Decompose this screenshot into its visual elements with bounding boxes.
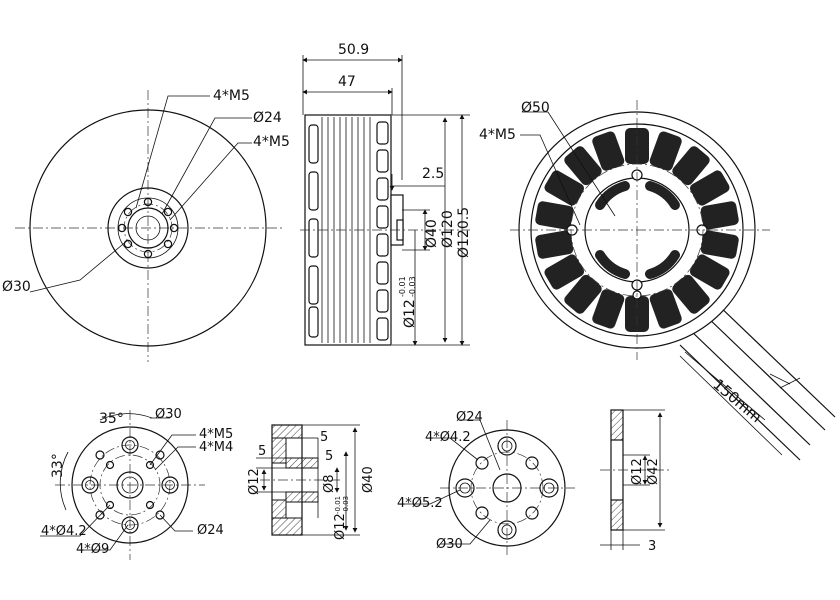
hub-outer-circle [107, 187, 189, 269]
side-label-2-5: 2.5 [422, 166, 444, 182]
mount-label-4d4-2: 4*Ø4.2 [425, 430, 471, 445]
stator-slots [535, 128, 739, 332]
side-label-50-9: 50.9 [338, 42, 369, 58]
adapter-label-4d9: 4*Ø9 [76, 542, 109, 557]
section-label-tol-upper: -0.01 [334, 496, 342, 514]
adapter-label-35: 35° [99, 411, 124, 427]
stator-view: Ø50 4*M5 150mm [479, 100, 836, 461]
side-label-d40: Ø40 [424, 219, 440, 248]
stator-label-d50: Ø50 [521, 100, 550, 116]
mount-outer-circle [448, 429, 566, 547]
adapter-section-flange-bottom [271, 517, 303, 536]
mount-side-label-d12: Ø12 [630, 458, 645, 485]
section-label-d8: Ø8 [322, 474, 337, 493]
section-label-tol-lower: -0.03 [342, 496, 350, 514]
stator-label-4m5: 4*M5 [479, 127, 516, 143]
section-label-5-right: 5 [325, 449, 333, 464]
mount-label-d24: Ø24 [456, 410, 483, 425]
section-label-d12: Ø12 [247, 468, 262, 495]
side-vent-slots [308, 121, 389, 341]
side-label-47: 47 [338, 74, 356, 90]
side-label-d120-5: Ø120.5 [456, 207, 472, 258]
mount-side-label-3: 3 [648, 539, 656, 554]
section-label-5-left: 5 [258, 444, 266, 459]
section-label-d40: Ø40 [361, 466, 376, 493]
side-label-tol-upper: -0.01 [398, 276, 407, 297]
section-label-d12b: Ø12 [333, 513, 348, 540]
mount-side-view: Ø12 Ø42 3 [600, 409, 670, 554]
section-label-5-top: 5 [320, 430, 328, 445]
front-view: 4*M5 Ø24 4*M5 Ø30 [2, 88, 290, 362]
mount-side-label-d42: Ø42 [646, 458, 661, 485]
adapter-front-view: 35° Ø30 4*M5 4*M4 33° 4*Ø4.2 4*Ø9 Ø24 [40, 407, 233, 560]
rotor-outer-circle [29, 109, 267, 347]
adapter-label-d30: Ø30 [155, 407, 182, 422]
front-label-d24: Ø24 [253, 110, 282, 126]
mount-holes [455, 436, 559, 540]
side-label-d12: Ø12 [402, 299, 418, 328]
front-bolt-holes [117, 197, 179, 259]
side-label-tol-lower: -0.03 [408, 276, 417, 297]
adapter-outer-circle [71, 426, 189, 544]
side-view: 50.9 47 [300, 42, 472, 346]
stator-label-150mm: 150mm [709, 375, 765, 426]
front-label-4m5-mid: 4*M5 [253, 134, 290, 150]
mount-front-view: Ø24 4*Ø4.2 4*Ø5.2 Ø30 [397, 410, 575, 555]
side-label-d120: Ø120 [440, 210, 456, 248]
adapter-label-d24: Ø24 [197, 523, 224, 538]
adapter-label-4m4: 4*M4 [199, 440, 233, 455]
adapter-label-4d4-2: 4*Ø4.2 [41, 524, 87, 539]
adapter-label-4m5: 4*M5 [199, 427, 233, 442]
mount-label-4d5-2: 4*Ø5.2 [397, 496, 443, 511]
adapter-section-flange-top [271, 424, 303, 439]
motor-cable [679, 301, 836, 461]
front-label-d30: Ø30 [2, 279, 31, 295]
adapter-holes [81, 436, 179, 534]
stator-hub-slots [595, 181, 680, 279]
adapter-section-view: 5 5 5 Ø12 Ø8 Ø40 Ø12 -0.01 -0.03 [247, 424, 376, 540]
front-label-4m5-top: 4*M5 [213, 88, 250, 104]
adapter-label-33: 33° [50, 453, 66, 478]
mount-label-d30: Ø30 [436, 537, 463, 552]
